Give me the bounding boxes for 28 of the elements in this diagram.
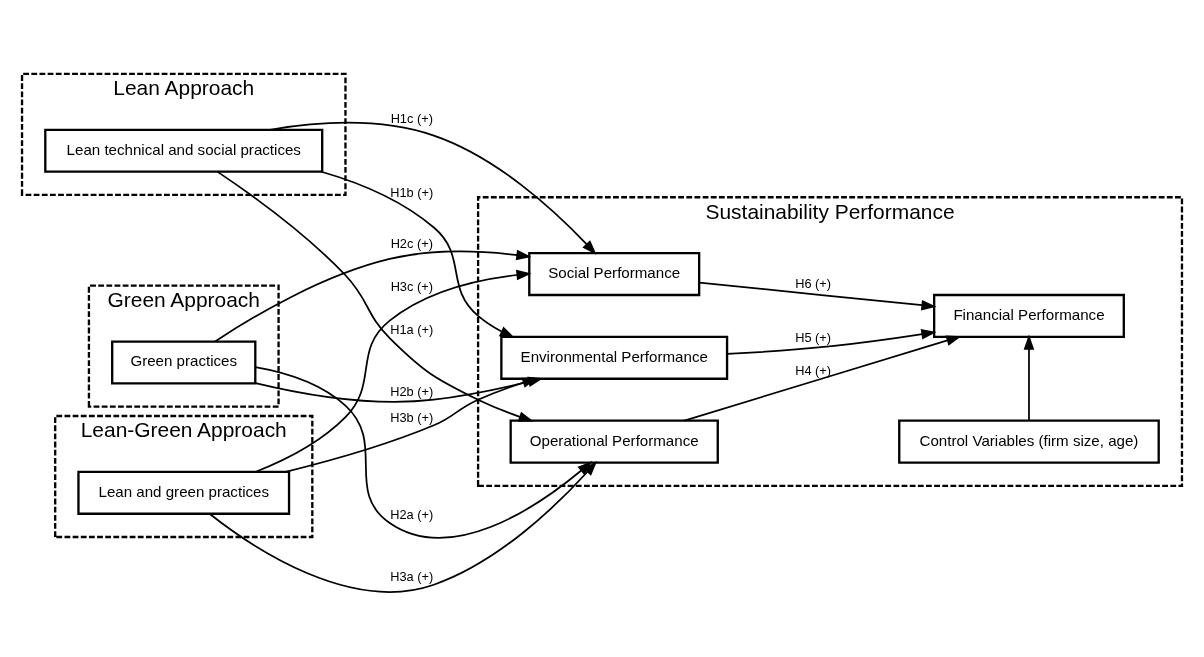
edge-label: H6 (+): [795, 275, 832, 291]
edge-label: H2c (+): [390, 236, 433, 252]
node-box: Green practices: [111, 340, 257, 385]
edge-label: H1b (+): [390, 185, 434, 201]
node-box: Control Variables (firm size, age): [898, 419, 1160, 464]
edge-label: H2b (+): [390, 384, 434, 399]
edge-label: H4 (+): [795, 363, 832, 379]
arrow: [1023, 334, 1035, 422]
arrow: [214, 249, 532, 343]
node-box: Operational Performance: [509, 419, 719, 464]
edge-label: H1c (+): [390, 110, 433, 126]
node-box: Environmental Performance: [500, 335, 729, 380]
arrow: [683, 335, 962, 422]
node-box: Social Performance: [528, 251, 701, 297]
arrow: [269, 122, 597, 255]
arrow: [255, 269, 532, 473]
edge-label: H1a (+): [390, 322, 434, 338]
node-box: Lean and green practices: [77, 470, 291, 515]
edge-label: H2a (+): [390, 507, 434, 523]
edge-label: H3a (+): [390, 568, 434, 584]
arrow: [320, 170, 515, 338]
arrow: [726, 329, 937, 355]
edge-label: H5 (+): [795, 330, 832, 346]
edge-label: H3b (+): [390, 409, 434, 425]
edge-label: H3c (+): [390, 279, 433, 295]
node-box: Lean technical and social practices: [44, 128, 324, 173]
node-box: Financial Performance: [933, 293, 1125, 339]
arrow: [698, 281, 937, 311]
